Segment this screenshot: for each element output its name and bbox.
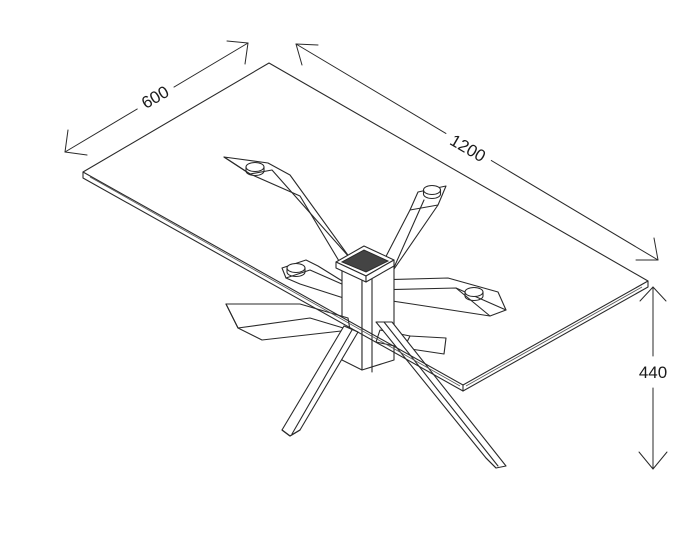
- leg-foot-pad: [464, 286, 484, 298]
- leg-foot-pad: [422, 184, 442, 196]
- leg-foot-pad: [286, 262, 306, 274]
- dimension-width: 600: [64, 40, 249, 156]
- leg-front-right: [375, 321, 507, 469]
- dimension-height: 440: [638, 286, 668, 470]
- leg-front-left: [281, 325, 359, 437]
- leg-back-left: [223, 156, 351, 267]
- table-base: [223, 156, 507, 469]
- leg-foot-pad: [245, 161, 265, 173]
- leg-left-upper: [281, 259, 361, 303]
- glass-table-top: [82, 62, 649, 392]
- dimension-length: 1200: [295, 43, 659, 261]
- column-cap: [335, 245, 395, 283]
- leg-left-lower: [225, 303, 351, 341]
- arrow-head-icon: [64, 129, 69, 153]
- height-label: 440: [639, 363, 667, 382]
- leg-back-right: [379, 184, 447, 273]
- leg-right-upper: [371, 277, 507, 317]
